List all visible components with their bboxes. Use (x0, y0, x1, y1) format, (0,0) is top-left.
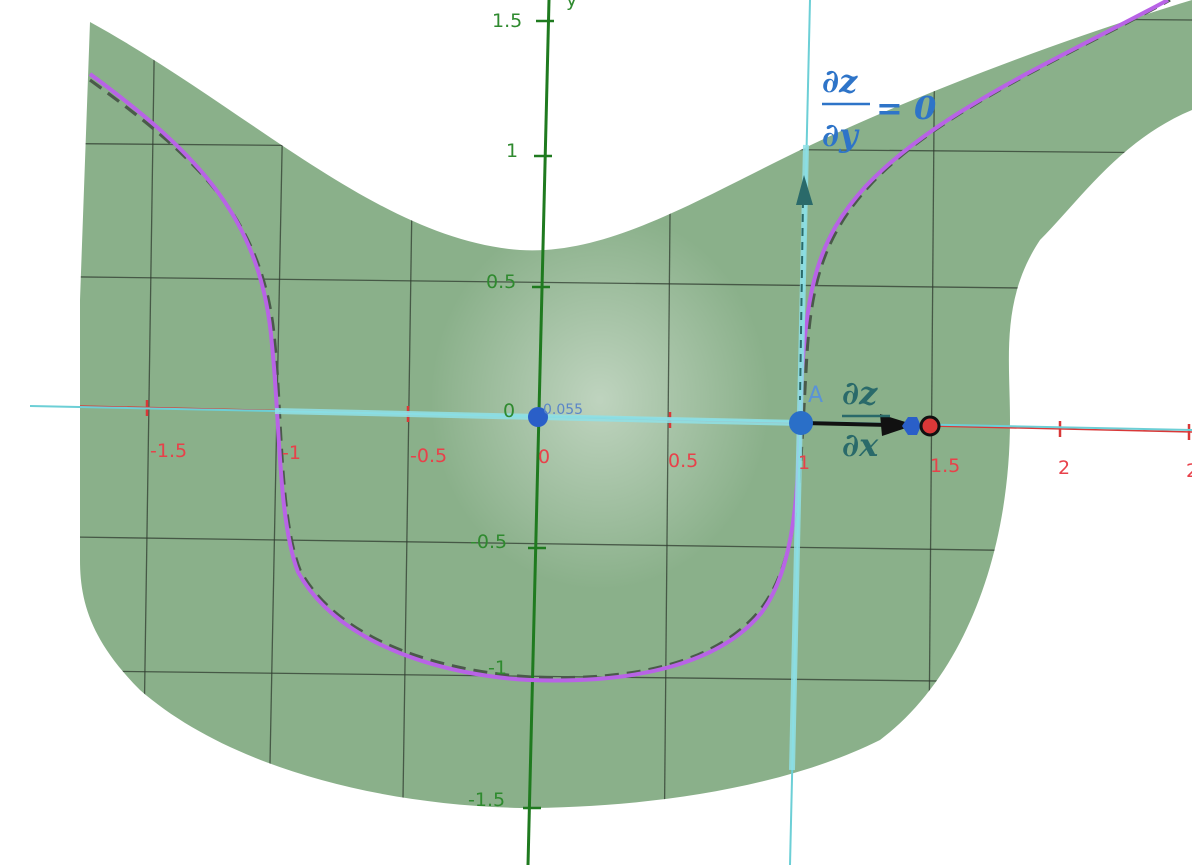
dz-dx-denominator: ∂x (842, 426, 879, 464)
x-tick-label: -1.5 (150, 440, 187, 462)
dz-dy-dashed-guide (799, 199, 804, 401)
dz-dx-arrow (803, 421, 891, 427)
dz-dx-numerator: ∂z (842, 374, 878, 412)
level-curve (88, 0, 1169, 683)
x-tick-label: 1.5 (930, 455, 960, 477)
x-tick-label: 0.5 (668, 450, 698, 472)
x-tick-label: 0 (538, 446, 550, 468)
dz-dy-rhs: = 0 (876, 89, 936, 127)
endpoint-marker[interactable] (919, 415, 941, 437)
x-tick-label: 2 (1058, 457, 1070, 479)
y-tick-label: 1.5 (492, 10, 522, 32)
dz-dx-arrowhead (880, 414, 915, 436)
y-tick-label: 0 (503, 400, 515, 422)
surface-highlight (430, 210, 770, 590)
x-tick-label: 1 (798, 452, 810, 474)
point-A[interactable] (789, 411, 813, 435)
level-curve-dashed (89, 0, 1171, 680)
origin-point[interactable] (528, 407, 548, 427)
y-tick-label: 0.5 (486, 271, 516, 293)
annotation-dz-dy: ∂z ∂y = 0 (822, 62, 936, 154)
point-A-label: A (808, 383, 823, 408)
y-axis (526, 0, 551, 865)
origin-value-label: 0.055 (543, 402, 583, 418)
y-tick-label: -1 (488, 657, 507, 679)
dz-dy-arrowhead (796, 175, 813, 205)
dz-dy-numerator: ∂z (822, 62, 858, 100)
y-tick-label: -1.5 (468, 789, 505, 811)
tangent-segment-vertical (789, 144, 809, 771)
dz-dy-denominator: ∂y (822, 116, 860, 154)
x-tick-label: -0.5 (410, 445, 447, 467)
x-tick-label: -1 (282, 442, 301, 464)
y-tick-label: -0.5 (470, 531, 507, 553)
y-tick-label: 1 (506, 140, 518, 162)
annotation-dz-dx: ∂z ∂x (842, 374, 890, 464)
arrow-tip-point (902, 417, 921, 435)
x-tick-label: 2 (1186, 460, 1192, 482)
y-axis-label-fragment: y (566, 0, 577, 11)
